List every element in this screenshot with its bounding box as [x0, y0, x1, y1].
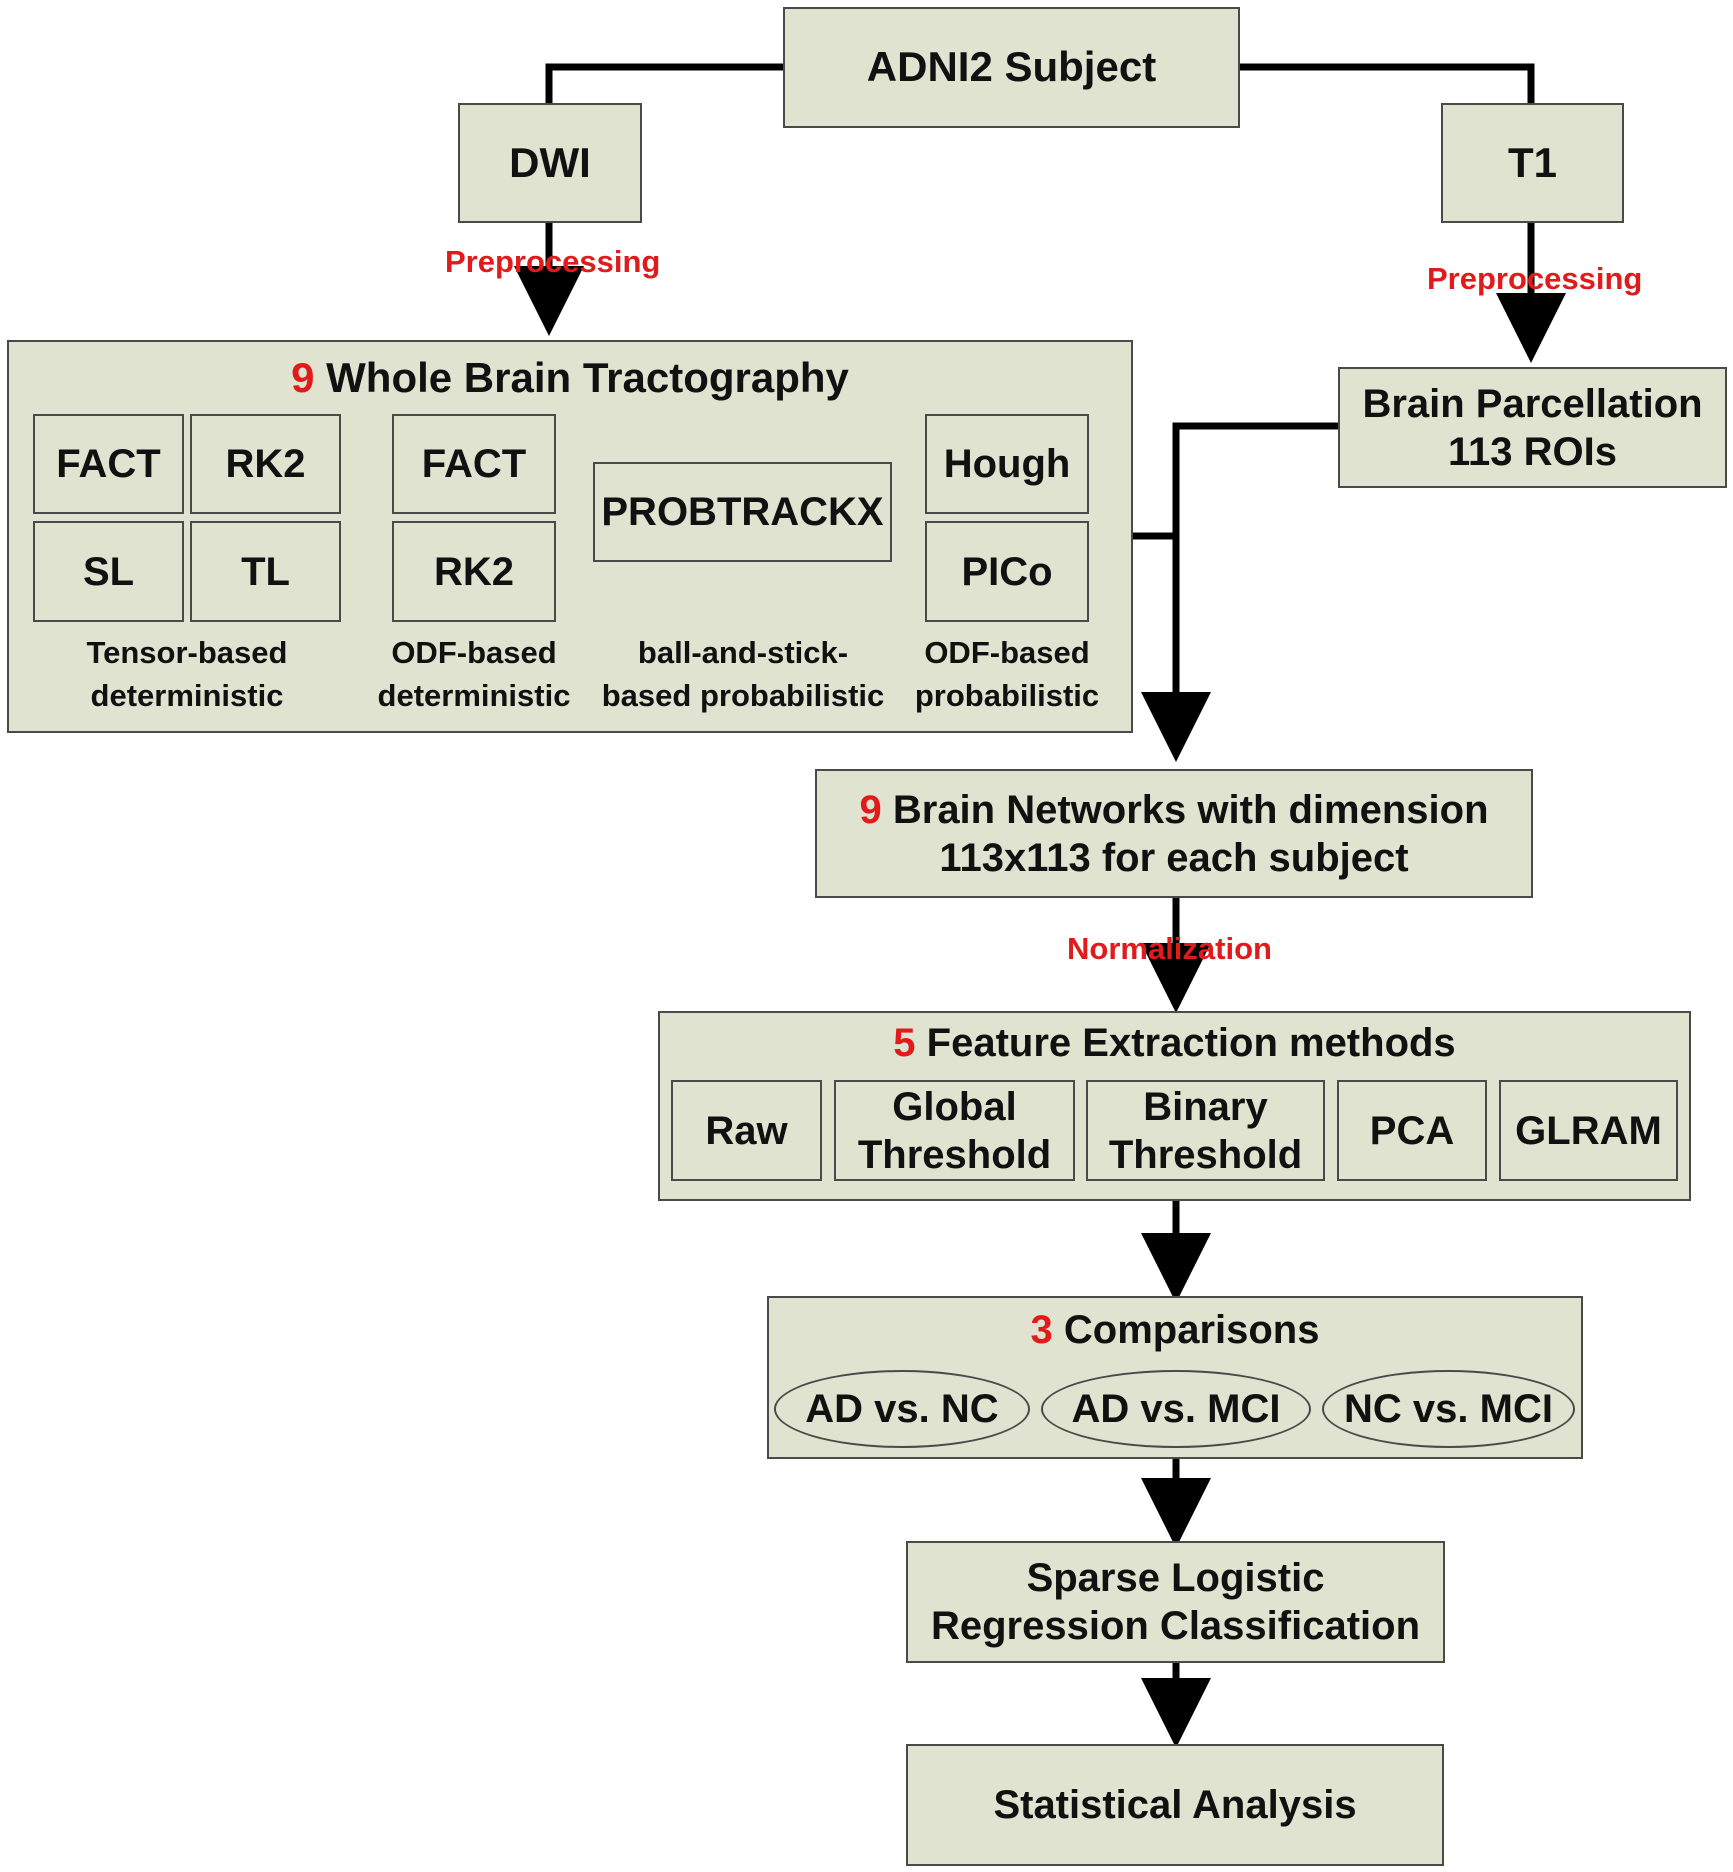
feature-box-pca: PCA — [1337, 1080, 1487, 1181]
method-box-hough: Hough — [925, 414, 1089, 514]
features-heading: 5 Feature Extraction methods — [660, 1021, 1689, 1066]
dwi-box: DWI — [458, 103, 642, 223]
method-label: SL — [82, 549, 135, 594]
features-count: 5 — [893, 1021, 916, 1065]
method-box-rk2-odf: RK2 — [392, 521, 556, 622]
method-box-rk2-tensor: RK2 — [190, 414, 341, 514]
caption-line: ball-and-stick- — [637, 635, 849, 670]
connector-subject-to-dwi — [545, 63, 783, 103]
caption-line: deterministic — [90, 678, 284, 714]
subject-box: ADNI2 Subject — [783, 7, 1240, 128]
comparison-label: NC vs. MCI — [1344, 1387, 1553, 1431]
method-label: PICo — [961, 549, 1053, 594]
parcellation-line2: 113 ROIs — [1447, 429, 1617, 474]
feature-label: Binary — [1143, 1084, 1268, 1129]
caption-odf-probabilistic: ODF-based probabilistic — [907, 631, 1107, 718]
feature-box-glram: GLRAM — [1499, 1080, 1678, 1181]
caption-line: probabilistic — [914, 678, 1100, 714]
comparison-ad-vs-nc: AD vs. NC — [774, 1370, 1030, 1448]
method-label: TL — [241, 549, 290, 594]
arrow-parcellation-to-networks — [1141, 422, 1338, 762]
parcellation-line1: Brain Parcellation — [1362, 381, 1703, 426]
networks-line1: Brain Networks with dimension — [892, 787, 1489, 832]
method-label: Hough — [943, 442, 1071, 486]
feature-label: GLRAM — [1515, 1108, 1662, 1153]
classifier-line1: Sparse Logistic — [1026, 1556, 1325, 1600]
caption-odf-deterministic: ODF-based deterministic — [364, 631, 584, 718]
method-label: FACT — [421, 442, 527, 486]
classifier-box: Sparse Logistic Regression Classificatio… — [906, 1541, 1445, 1663]
networks-count: 9 — [859, 787, 882, 832]
caption-tensor-deterministic: Tensor-based deterministic — [33, 631, 341, 718]
connector-subject-to-t1 — [1240, 63, 1535, 103]
feature-box-binary-threshold: Binary Threshold — [1086, 1080, 1325, 1181]
caption-line: based probabilistic — [601, 678, 885, 714]
comparison-ad-vs-mci: AD vs. MCI — [1041, 1370, 1311, 1448]
method-box-probtrackx: PROBTRACKX — [593, 462, 892, 562]
classifier-line2: Regression Classification — [930, 1604, 1421, 1648]
caption-line: deterministic — [377, 678, 571, 714]
method-box-pico: PICo — [925, 521, 1089, 622]
t1-preprocessing-label: Preprocessing — [1427, 261, 1643, 296]
normalization-label: Normalization — [1067, 931, 1272, 966]
tractography-count: 9 — [291, 354, 315, 401]
dwi-label: DWI — [509, 138, 591, 186]
comparison-nc-vs-mci: NC vs. MCI — [1322, 1370, 1575, 1448]
comparison-label: AD vs. NC — [805, 1387, 999, 1431]
networks-line2: 113x113 for each subject — [939, 835, 1409, 880]
dwi-preprocessing-label: Preprocessing — [445, 244, 661, 279]
feature-label: Raw — [705, 1108, 788, 1153]
feature-label: PCA — [1369, 1108, 1455, 1153]
networks-box: 9 Brain Networks with dimension 113x113 … — [815, 769, 1533, 898]
networks-heading: 9 Brain Networks with dimension — [859, 786, 1488, 834]
feature-box-global-threshold: Global Threshold — [834, 1080, 1075, 1181]
feature-label: Global — [892, 1084, 1017, 1129]
comparisons-count: 3 — [1030, 1308, 1053, 1352]
feature-label: Threshold — [1108, 1132, 1303, 1177]
comparisons-title: Comparisons — [1063, 1308, 1320, 1352]
method-label: PROBTRACKX — [601, 490, 884, 534]
method-label: RK2 — [225, 442, 306, 486]
method-label: RK2 — [433, 549, 515, 594]
t1-box: T1 — [1441, 103, 1624, 223]
caption-line: Tensor-based — [86, 635, 288, 670]
method-box-tl: TL — [190, 521, 341, 622]
method-label: FACT — [56, 442, 161, 486]
caption-line: ODF-based — [924, 635, 1090, 670]
analysis-box: Statistical Analysis — [906, 1744, 1444, 1866]
tractography-heading: 9 Whole Brain Tractography — [9, 354, 1131, 402]
feature-label: Threshold — [857, 1132, 1052, 1177]
subject-label: ADNI2 Subject — [866, 43, 1157, 91]
caption-ball-and-stick-probabilistic: ball-and-stick- based probabilistic — [588, 631, 898, 718]
features-title: Feature Extraction methods — [926, 1021, 1456, 1065]
tractography-title: Whole Brain Tractography — [326, 354, 849, 401]
method-box-fact-odf: FACT — [392, 414, 556, 514]
analysis-label: Statistical Analysis — [993, 1783, 1357, 1827]
parcellation-box: Brain Parcellation 113 ROIs — [1338, 367, 1727, 488]
caption-line: ODF-based — [391, 635, 557, 670]
method-box-fact-tensor: FACT — [33, 414, 184, 514]
comparison-label: AD vs. MCI — [1071, 1387, 1281, 1431]
feature-box-raw: Raw — [671, 1080, 822, 1181]
comparisons-heading: 3 Comparisons — [769, 1308, 1581, 1353]
method-box-sl: SL — [33, 521, 184, 622]
t1-label: T1 — [1507, 138, 1557, 186]
